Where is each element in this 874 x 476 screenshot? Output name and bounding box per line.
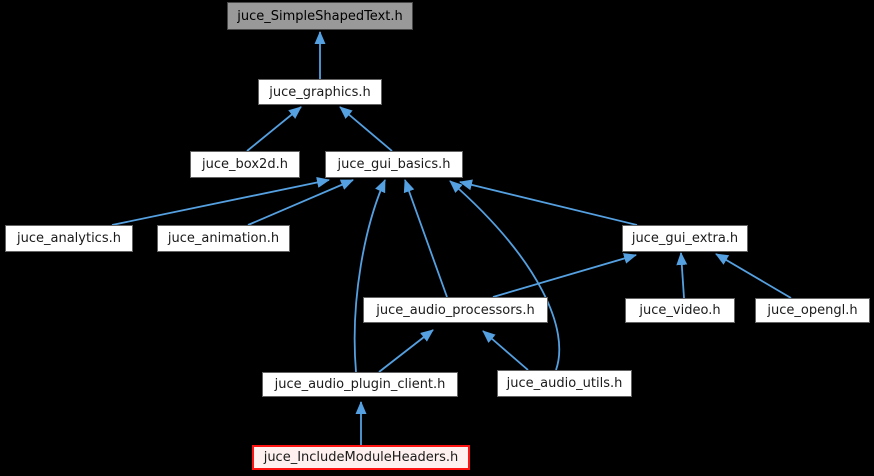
node-juce-gui-extra[interactable]: juce_gui_extra.h xyxy=(622,225,748,252)
edge-analytics-guibasics xyxy=(111,177,330,226)
edge-pluginclient-guibasics xyxy=(353,179,386,373)
node-juce-box2d[interactable]: juce_box2d.h xyxy=(190,151,300,178)
node-juce-gui-basics[interactable]: juce_gui_basics.h xyxy=(325,151,463,178)
edge-audioprocessors-guibasics xyxy=(403,179,448,298)
edge-audioutils-audioprocessors xyxy=(482,330,529,371)
edge-audioutils-guibasics xyxy=(449,180,561,371)
node-juce-video[interactable]: juce_video.h xyxy=(625,298,735,323)
node-juce-opengl[interactable]: juce_opengl.h xyxy=(755,298,870,323)
node-juce-analytics[interactable]: juce_analytics.h xyxy=(5,225,133,252)
node-juce-audio-utils[interactable]: juce_audio_utils.h xyxy=(497,370,632,397)
node-juce-includemoduleheaders[interactable]: juce_IncludeModuleHeaders.h xyxy=(252,445,470,470)
node-juce-audio-processors[interactable]: juce_audio_processors.h xyxy=(363,297,548,323)
edge-animation-guibasics xyxy=(247,179,354,226)
edge-box2d-graphics xyxy=(246,106,302,152)
node-juce-audio-plugin-client[interactable]: juce_audio_plugin_client.h xyxy=(262,372,458,397)
node-juce-graphics[interactable]: juce_graphics.h xyxy=(258,79,382,105)
node-juce-simpleshapedtext[interactable]: juce_SimpleShapedText.h xyxy=(227,2,413,30)
edge-pluginclient-audioprocessors xyxy=(378,329,434,373)
edge-audioprocessors-guiextra xyxy=(492,253,637,298)
edge-guibasics-graphics xyxy=(339,106,393,152)
edge-video-guiextra xyxy=(676,252,688,299)
edge-guiextra-guibasics xyxy=(459,179,638,226)
edge-opengl-guiextra xyxy=(715,253,792,299)
node-juce-animation[interactable]: juce_animation.h xyxy=(157,225,290,252)
